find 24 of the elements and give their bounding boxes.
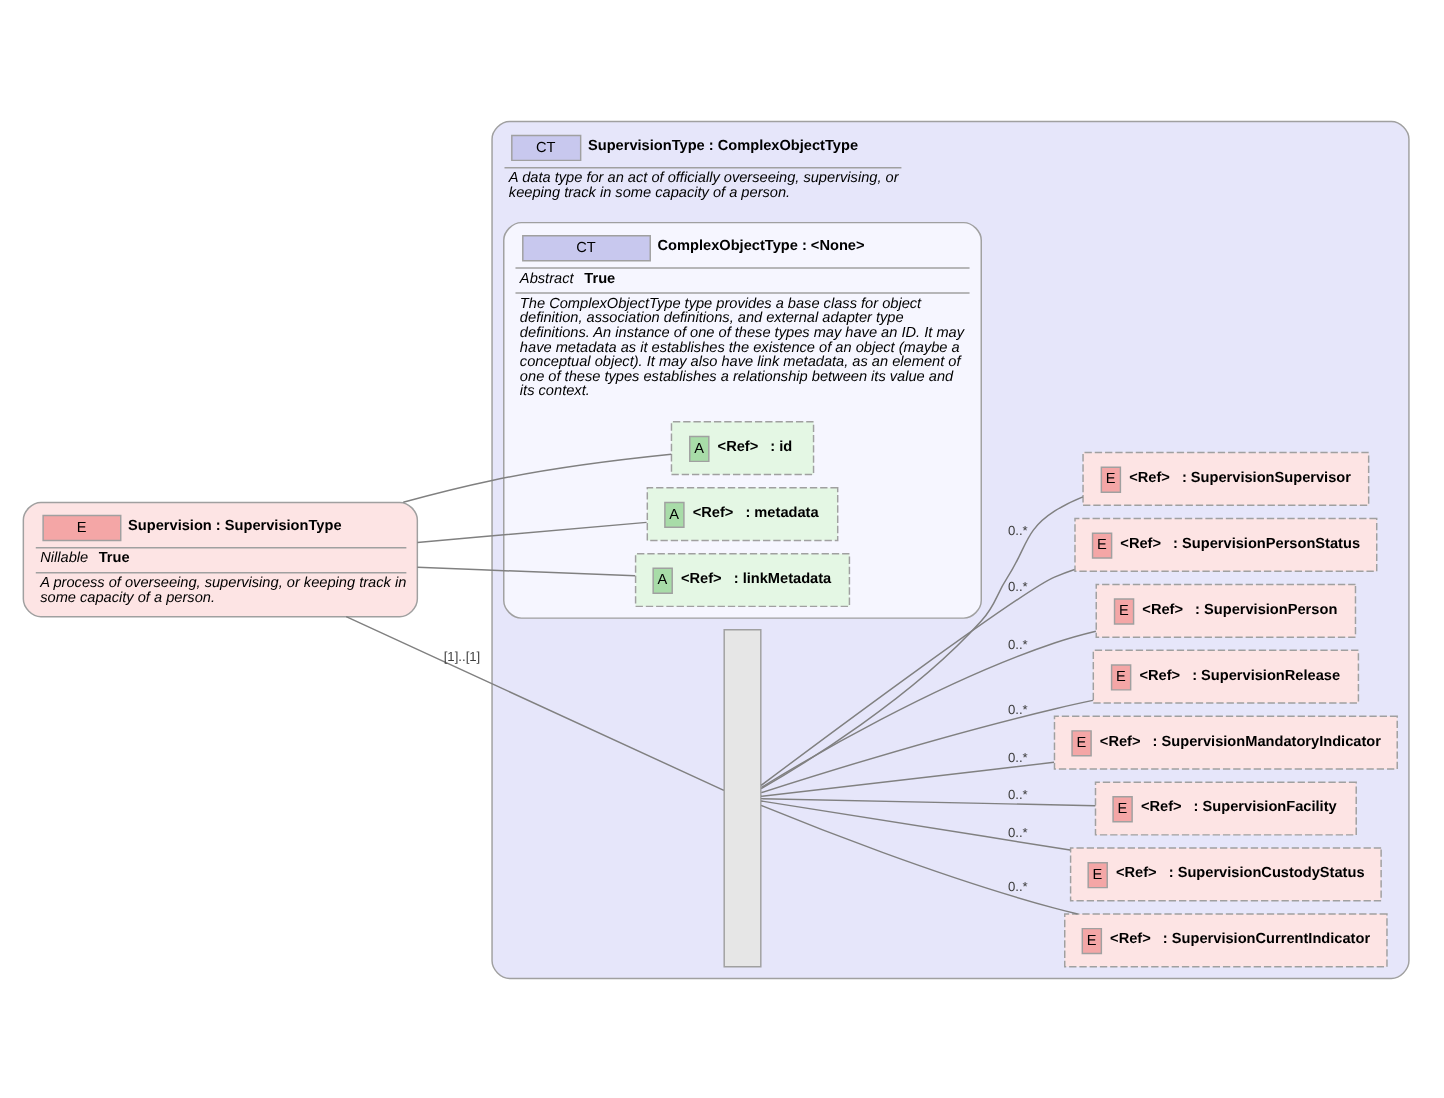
node-box: A <Ref> : metadata <box>646 486 839 541</box>
node-box: E <Ref> : SupervisionPersonStatus <box>1074 516 1378 571</box>
node-box: E <Ref> : SupervisionMandatoryIndicator <box>1053 714 1398 769</box>
connector <box>760 803 1079 914</box>
connector <box>760 760 1055 796</box>
connector <box>760 796 1097 806</box>
connector <box>760 629 1097 788</box>
node-bar <box>723 628 762 967</box>
connector <box>345 614 725 791</box>
node-box: E <Ref> : SupervisionFacility <box>1094 780 1357 835</box>
node-box: A <Ref> : linkMetadata <box>634 551 851 607</box>
connector <box>402 452 673 502</box>
node-box: E <Ref> : SupervisionCustodyStatus <box>1069 846 1382 901</box>
connector <box>760 495 1084 789</box>
connector <box>760 799 1071 850</box>
node-box: E <Ref> : SupervisionPerson <box>1095 582 1357 637</box>
node-box: E <Ref> : SupervisionRelease <box>1092 648 1360 703</box>
connector <box>416 520 648 543</box>
node-box: E Supervision : SupervisionType Nillable True A process of overseeing, supervising, or keeping track in some capacity of a person. <box>22 500 419 617</box>
node-box: E <Ref> : SupervisionSupervisor <box>1082 450 1370 506</box>
node-box: A <Ref> : id <box>670 420 815 475</box>
connector <box>416 565 636 576</box>
node-box: E <Ref> : SupervisionCurrentIndicator <box>1064 912 1388 967</box>
connector <box>760 567 1076 786</box>
